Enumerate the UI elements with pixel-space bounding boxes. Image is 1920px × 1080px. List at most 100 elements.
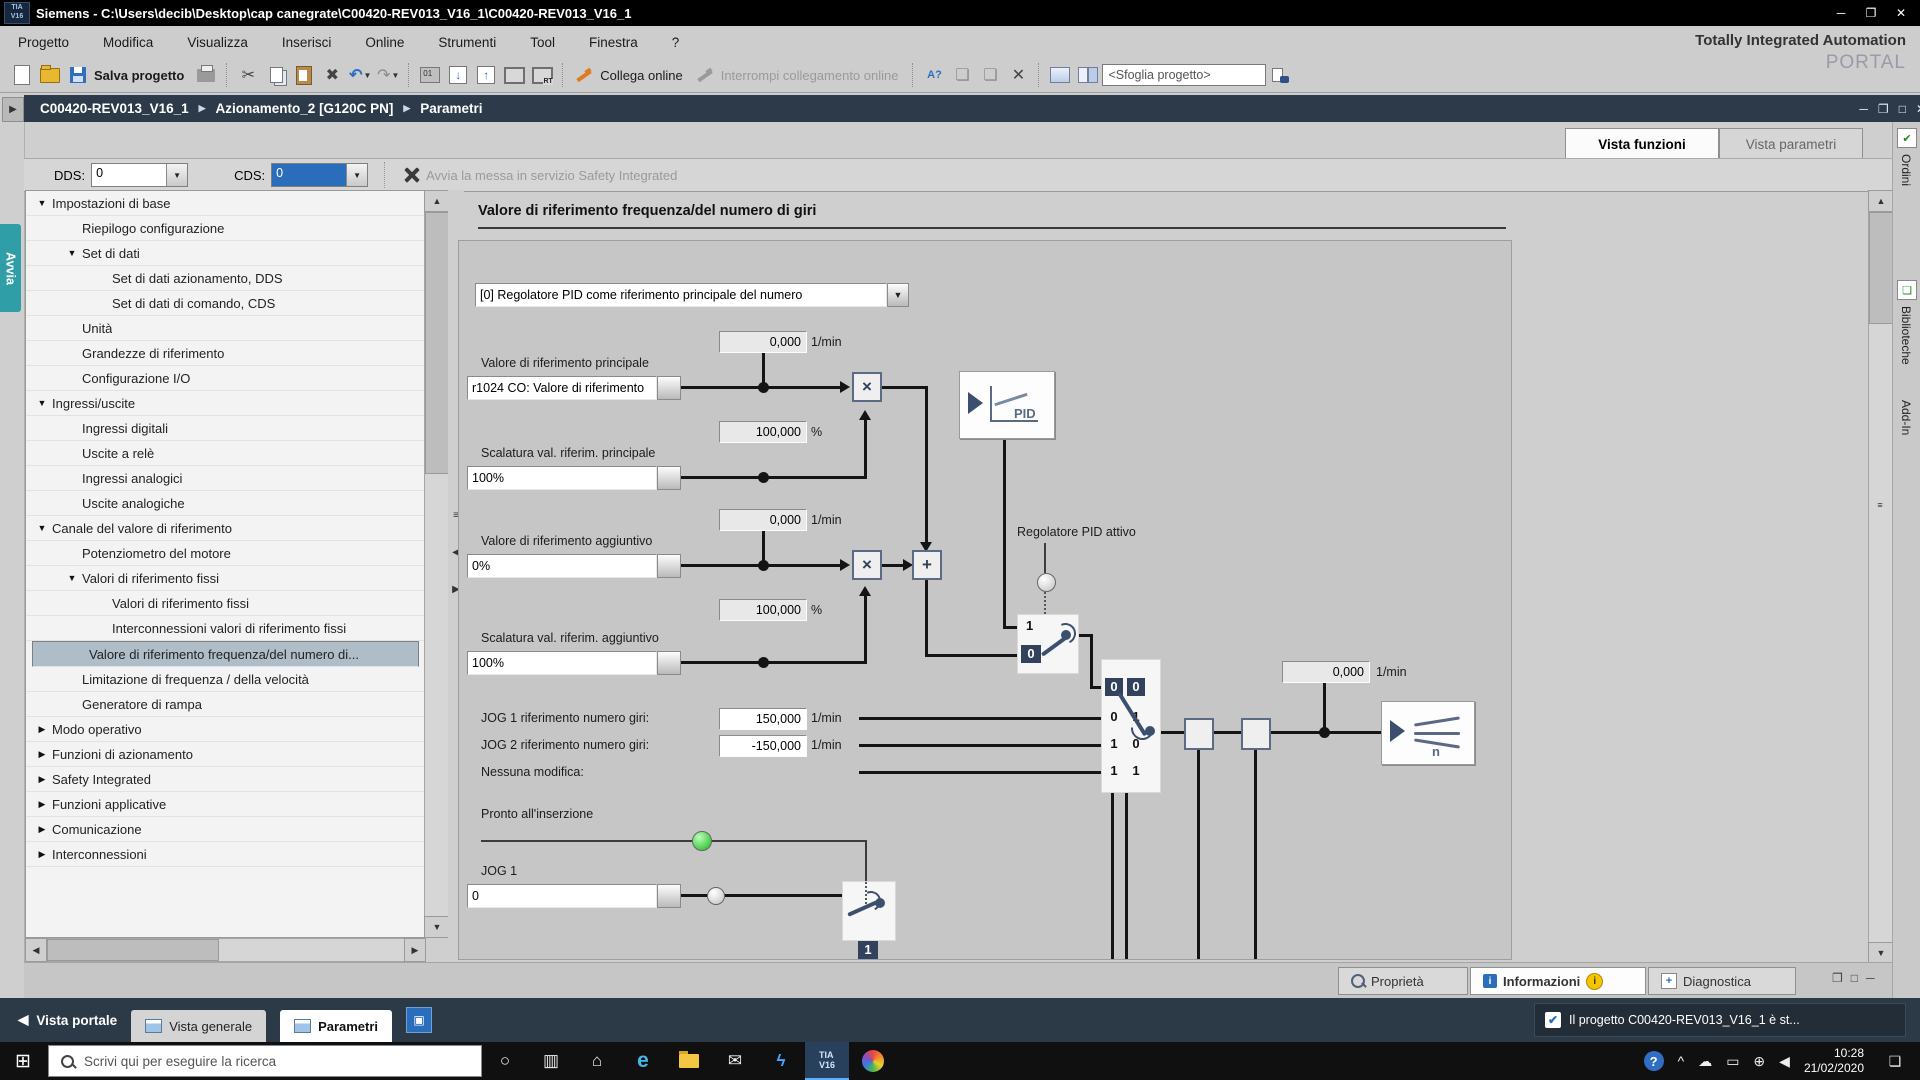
- undo-icon[interactable]: ↶▼: [349, 67, 372, 84]
- main-scaling-browse-button[interactable]: [657, 466, 681, 490]
- tree-item[interactable]: ▼Canale del valore di riferimento: [26, 516, 425, 541]
- tree-scroll-right-icon[interactable]: ▶: [404, 938, 426, 962]
- tray-chevron-icon[interactable]: ^: [1677, 1053, 1685, 1069]
- tree-scroll-up-icon[interactable]: ▲: [424, 190, 450, 212]
- pid-block[interactable]: PID: [959, 371, 1055, 439]
- cds-select[interactable]: 0 ▼: [271, 163, 369, 187]
- tray-cloud-icon[interactable]: ☁: [1698, 1052, 1713, 1069]
- tree-item[interactable]: Valori di riferimento fissi: [26, 591, 425, 616]
- go-online-label[interactable]: Collega online: [600, 67, 683, 83]
- tree-item[interactable]: ▼Set di dati: [26, 241, 425, 266]
- tab-vista-generale[interactable]: Vista generale: [131, 1010, 267, 1042]
- split-horizontal-icon[interactable]: [1047, 62, 1073, 88]
- additional-setpoint-browse-button[interactable]: [657, 554, 681, 578]
- inspector-maximize-icon[interactable]: □: [1850, 971, 1859, 985]
- status-monitor-icon[interactable]: ▣: [406, 1007, 433, 1033]
- menu-item-progetto[interactable]: Progetto: [18, 34, 70, 50]
- tab-diagnostica[interactable]: + Diagnostica: [1648, 967, 1796, 995]
- project-search-input[interactable]: [1102, 64, 1267, 86]
- tree-item[interactable]: Ingressi analogici: [26, 466, 425, 491]
- tray-battery-icon[interactable]: ▭: [1726, 1052, 1740, 1069]
- tray-network-icon[interactable]: ⊕: [1753, 1052, 1766, 1069]
- go-online-icon[interactable]: [571, 62, 597, 88]
- close-icon[interactable]: ✕: [1895, 6, 1907, 20]
- pid-switch[interactable]: [1017, 614, 1079, 674]
- libraries-icon[interactable]: ❏: [1897, 280, 1917, 300]
- additional-scaling-browse-button[interactable]: [657, 651, 681, 675]
- menu-item-finestra[interactable]: Finestra: [588, 34, 638, 50]
- task-view-icon[interactable]: ▥: [542, 1051, 560, 1070]
- panel-left-icon[interactable]: ❏: [955, 67, 970, 84]
- editor-restore-icon[interactable]: ❐: [1877, 101, 1889, 116]
- expand-icon[interactable]: ▶: [38, 848, 46, 859]
- split-vertical-icon[interactable]: [1075, 62, 1101, 88]
- orders-icon[interactable]: ✔: [1897, 128, 1917, 148]
- setpoint-source-dropdown-icon[interactable]: ▼: [887, 283, 909, 307]
- splitter-grip-icon[interactable]: ≡: [453, 510, 459, 521]
- tree-item[interactable]: ▶Funzioni applicative: [26, 792, 425, 817]
- status-message[interactable]: ✔ Il progetto C00420-REV013_V16_1 è st..…: [1534, 1003, 1906, 1037]
- delete-icon[interactable]: ✖: [325, 67, 339, 84]
- start-button[interactable]: ⊞: [15, 1050, 31, 1072]
- tray-speaker-icon[interactable]: ◀: [1779, 1052, 1790, 1069]
- menu-item-strumenti[interactable]: Strumenti: [438, 34, 497, 50]
- paste-icon[interactable]: [291, 62, 317, 88]
- jog1-value-input[interactable]: 150,000: [719, 708, 807, 730]
- main-scaling-input[interactable]: 100%: [467, 466, 657, 490]
- tree-item[interactable]: Potenziometro del motore: [26, 541, 425, 566]
- tree-item[interactable]: Set di dati di comando, CDS: [26, 291, 425, 316]
- tree-item[interactable]: Set di dati azionamento, DDS: [26, 266, 425, 291]
- go-offline-label[interactable]: Interrompi collegamento online: [720, 67, 899, 83]
- store-icon[interactable]: ⌂: [591, 1051, 603, 1070]
- inspector-collapse-icon[interactable]: ─: [1866, 971, 1875, 985]
- menu-item-online[interactable]: Online: [365, 34, 405, 50]
- tree-item[interactable]: ▼Ingressi/uscite: [26, 391, 425, 416]
- new-project-icon[interactable]: [9, 62, 35, 88]
- editor-minimize-icon[interactable]: ─: [1859, 101, 1868, 116]
- tree-item[interactable]: Interconnessioni valori di riferimento f…: [26, 616, 425, 641]
- setpoint-source-select[interactable]: [0] Regolatore PID come riferimento prin…: [475, 283, 887, 307]
- cut-icon[interactable]: ✂: [241, 67, 255, 84]
- tree-item[interactable]: ▼Impostazioni di base: [26, 191, 425, 216]
- menu-item-[interactable]: ?: [671, 34, 680, 50]
- tree-item[interactable]: Uscite a relè: [26, 441, 425, 466]
- tree-scroll-thumb[interactable]: [425, 212, 449, 474]
- taskbar-search-input[interactable]: Scrivi qui per eseguire la ricerca: [48, 1045, 482, 1077]
- sidebar-tab-avvia[interactable]: Avvia: [0, 224, 21, 312]
- go-offline-icon[interactable]: [692, 62, 718, 88]
- portal-view-button[interactable]: ◀ Vista portale: [18, 1012, 117, 1028]
- menu-item-modifica[interactable]: Modifica: [103, 34, 154, 50]
- jog1-signal-browse-button[interactable]: [657, 884, 681, 908]
- search-devices-icon[interactable]: A?: [927, 69, 942, 81]
- tree-item[interactable]: ▶Funzioni di azionamento: [26, 742, 425, 767]
- additional-scaling-input[interactable]: 100%: [467, 651, 657, 675]
- diagram-scroll-up-icon[interactable]: ▲: [1868, 190, 1894, 212]
- browse-project-icon[interactable]: [1267, 62, 1293, 88]
- cds-dropdown-icon[interactable]: ▼: [346, 164, 368, 186]
- minimize-icon[interactable]: ─: [1836, 6, 1846, 20]
- print-icon[interactable]: [193, 62, 219, 88]
- dds-dropdown-icon[interactable]: ▼: [166, 164, 188, 186]
- tree-scroll-left-icon[interactable]: ◀: [25, 938, 47, 962]
- expand-icon[interactable]: ▶: [38, 748, 46, 759]
- close-editor-icon[interactable]: ✕: [1011, 67, 1026, 84]
- menu-item-tool[interactable]: Tool: [530, 34, 555, 50]
- tab-vista-parametri[interactable]: Vista parametri: [1719, 128, 1863, 160]
- main-setpoint-input[interactable]: r1024 CO: Valore di riferimento: [467, 376, 657, 400]
- tree-item[interactable]: Valore di riferimento frequenza/del nume…: [32, 641, 419, 667]
- additional-setpoint-input[interactable]: 0%: [467, 554, 657, 578]
- collapse-icon[interactable]: ▼: [37, 523, 47, 533]
- breadcrumb-project[interactable]: C00420-REV013_V16_1: [40, 101, 189, 116]
- download-to-device-icon[interactable]: ↓: [445, 62, 471, 88]
- safety-commissioning-label[interactable]: Avvia la messa in servizio Safety Integr…: [426, 167, 678, 183]
- accessible-devices-icon[interactable]: [417, 62, 443, 88]
- tab-vista-funzioni[interactable]: Vista funzioni: [1565, 128, 1719, 160]
- cortana-icon[interactable]: ○: [499, 1051, 511, 1070]
- bolt-app-icon[interactable]: ϟ: [776, 1051, 786, 1070]
- sidebar-tab-ordini[interactable]: Ordini: [1899, 154, 1913, 187]
- tree-item[interactable]: Ingressi digitali: [26, 416, 425, 441]
- menu-item-inserisci[interactable]: Inserisci: [281, 34, 332, 50]
- jog1-signal-input[interactable]: 0: [467, 884, 657, 908]
- breadcrumb-editor[interactable]: Parametri: [420, 101, 483, 116]
